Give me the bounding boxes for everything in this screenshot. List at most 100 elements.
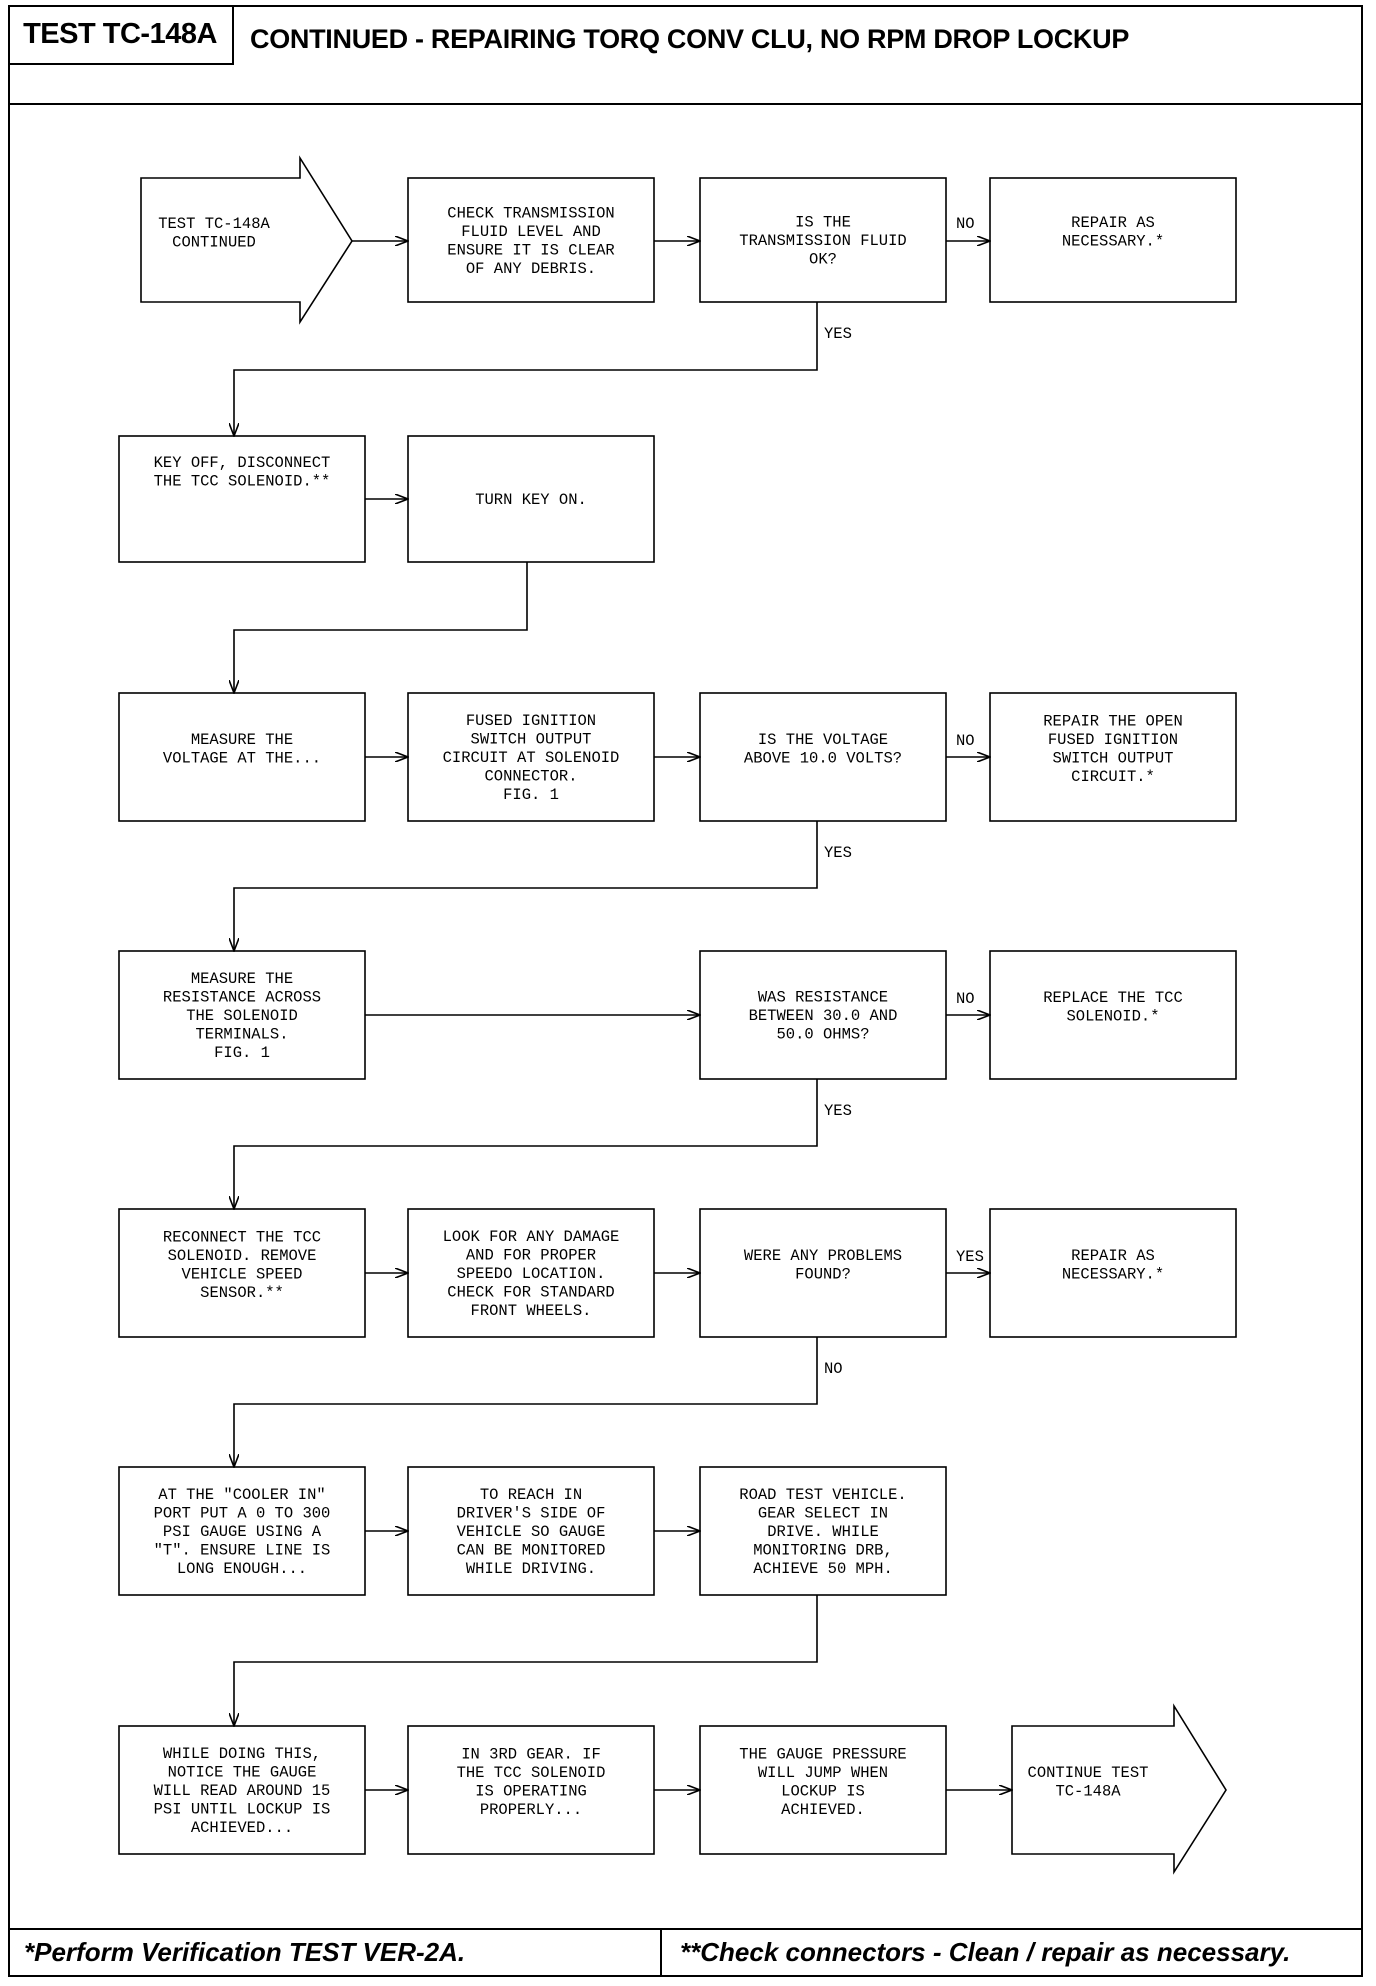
box-text-line: OF ANY DEBRIS. (466, 260, 596, 278)
box-text-line: SWITCH OUTPUT (1053, 749, 1174, 767)
check-fluid-box (407, 177, 655, 303)
box-text-line: GEAR SELECT IN (758, 1505, 888, 1523)
box-text-line: PORT PUT A 0 TO 300 (154, 1505, 331, 1523)
problems-question-box (699, 1208, 947, 1338)
box-text-line: NECESSARY.* (1062, 1265, 1164, 1283)
box-text-line: THE TCC SOLENOID (457, 1764, 606, 1782)
header-bar (8, 5, 1363, 105)
box-text-line: IS THE (795, 214, 851, 232)
box-text-line: CHECK FOR STANDARD (447, 1284, 614, 1302)
box-text-line: THE GAUGE PRESSURE (739, 1745, 906, 1763)
footer-verification-note: *Perform Verification TEST VER-2A. (24, 1937, 466, 1967)
box-text-line: FIG. 1 (503, 786, 559, 804)
box-text-line: NECESSARY.* (1062, 232, 1164, 250)
replace-solenoid-box (989, 950, 1237, 1080)
box-text-line: REPAIR THE OPEN (1043, 712, 1183, 730)
box-text-line: CONTINUE TEST (1028, 1764, 1149, 1782)
no-label-4: NO (824, 1360, 843, 1378)
yes-label-4: YES (956, 1248, 984, 1266)
cooler-in-box (118, 1466, 366, 1596)
box-text-line: VEHICLE SO GAUGE (457, 1523, 606, 1541)
while-doing-box (118, 1725, 366, 1855)
box-text-line: CONTINUED (172, 233, 256, 251)
box-text-line: MONITORING DRB, (753, 1542, 893, 1560)
box-text-line: AT THE "COOLER IN" (158, 1486, 325, 1504)
box-text-line: CHECK TRANSMISSION (447, 204, 614, 222)
fluid-ok-question-box (699, 177, 947, 303)
connector-key-on-down (234, 562, 528, 693)
road-test-box (699, 1466, 947, 1596)
box-text-line: PSI UNTIL LOCKUP IS (154, 1801, 331, 1819)
box-text-line: SPEEDO LOCATION. (457, 1265, 606, 1283)
box-text-line: VOLTAGE AT THE... (163, 749, 321, 767)
box-text-line: FLUID LEVEL AND (461, 223, 601, 241)
repair-box-2 (989, 1208, 1237, 1338)
box-text-line: TERMINALS. (195, 1026, 288, 1044)
page-title: CONTINUED - REPAIRING TORQ CONV CLU, NO … (250, 24, 1130, 54)
box-text-line: FRONT WHEELS. (471, 1302, 592, 1320)
box-text-line: LOOK FOR ANY DAMAGE (443, 1228, 620, 1246)
page-border (8, 5, 1363, 1977)
box-text-line: ROAD TEST VEHICLE. (739, 1486, 906, 1504)
box-text-line: TURN KEY ON. (475, 491, 587, 509)
start-arrow-shape (140, 155, 353, 325)
box-text-line: AND FOR PROPER (466, 1247, 596, 1265)
box-text-line: SWITCH OUTPUT (471, 731, 592, 749)
box-text-line: WAS RESISTANCE (758, 989, 888, 1007)
box-text-line: WERE ANY PROBLEMS (744, 1247, 902, 1265)
key-on-box (407, 435, 655, 563)
box-text-line: REPAIR AS (1071, 214, 1155, 232)
test-id-label: TEST TC-148A (8, 5, 234, 65)
no-label-3: NO (956, 990, 975, 1008)
connector-yes-2 (234, 821, 818, 951)
box-text-line: DRIVE. WHILE (767, 1523, 879, 1541)
box-text-line: VEHICLE SPEED (182, 1265, 303, 1283)
box-text-line: TO REACH IN (480, 1486, 582, 1504)
box-text-line: FOUND? (795, 1265, 851, 1283)
key-on-text: TURN KEY ON. (475, 491, 587, 509)
connector-yes-1 (234, 302, 818, 436)
box-text-line: SOLENOID.* (1066, 1007, 1159, 1025)
box-text-line: WILL JUMP WHEN (758, 1764, 888, 1782)
box-text-line: RESISTANCE ACROSS (163, 989, 321, 1007)
measure-voltage-box (118, 692, 366, 822)
third-gear-box (407, 1725, 655, 1855)
yes-label-2: YES (824, 844, 852, 862)
box-text-line: DRIVER'S SIDE OF (457, 1505, 606, 1523)
footer-divider (660, 1928, 662, 1977)
box-text-line: SOLENOID. REMOVE (168, 1247, 317, 1265)
box-text-line: FIG. 1 (214, 1044, 270, 1062)
box-text-line: NOTICE THE GAUGE (168, 1764, 317, 1782)
measure-resistance-box (118, 950, 366, 1080)
box-text-line: 50.0 OHMS? (776, 1026, 869, 1044)
repair-open-box (989, 692, 1237, 822)
box-text-line: SENSOR.** (200, 1284, 284, 1302)
no-label-1: NO (956, 215, 975, 233)
box-text-line: CONNECTOR. (484, 768, 577, 786)
box-text-line: ENSURE IT IS CLEAR (447, 241, 614, 259)
box-text-line: WHILE DRIVING. (466, 1560, 596, 1578)
box-text-line: IS THE VOLTAGE (758, 731, 888, 749)
yes-label-1: YES (824, 325, 852, 343)
box-text-line: KEY OFF, DISCONNECT (154, 454, 331, 472)
box-text-line: LOCKUP IS (781, 1782, 865, 1800)
box-text-line: ACHIEVED... (191, 1819, 293, 1837)
box-text-line: THE SOLENOID (186, 1007, 298, 1025)
box-text-line: FUSED IGNITION (466, 712, 596, 730)
